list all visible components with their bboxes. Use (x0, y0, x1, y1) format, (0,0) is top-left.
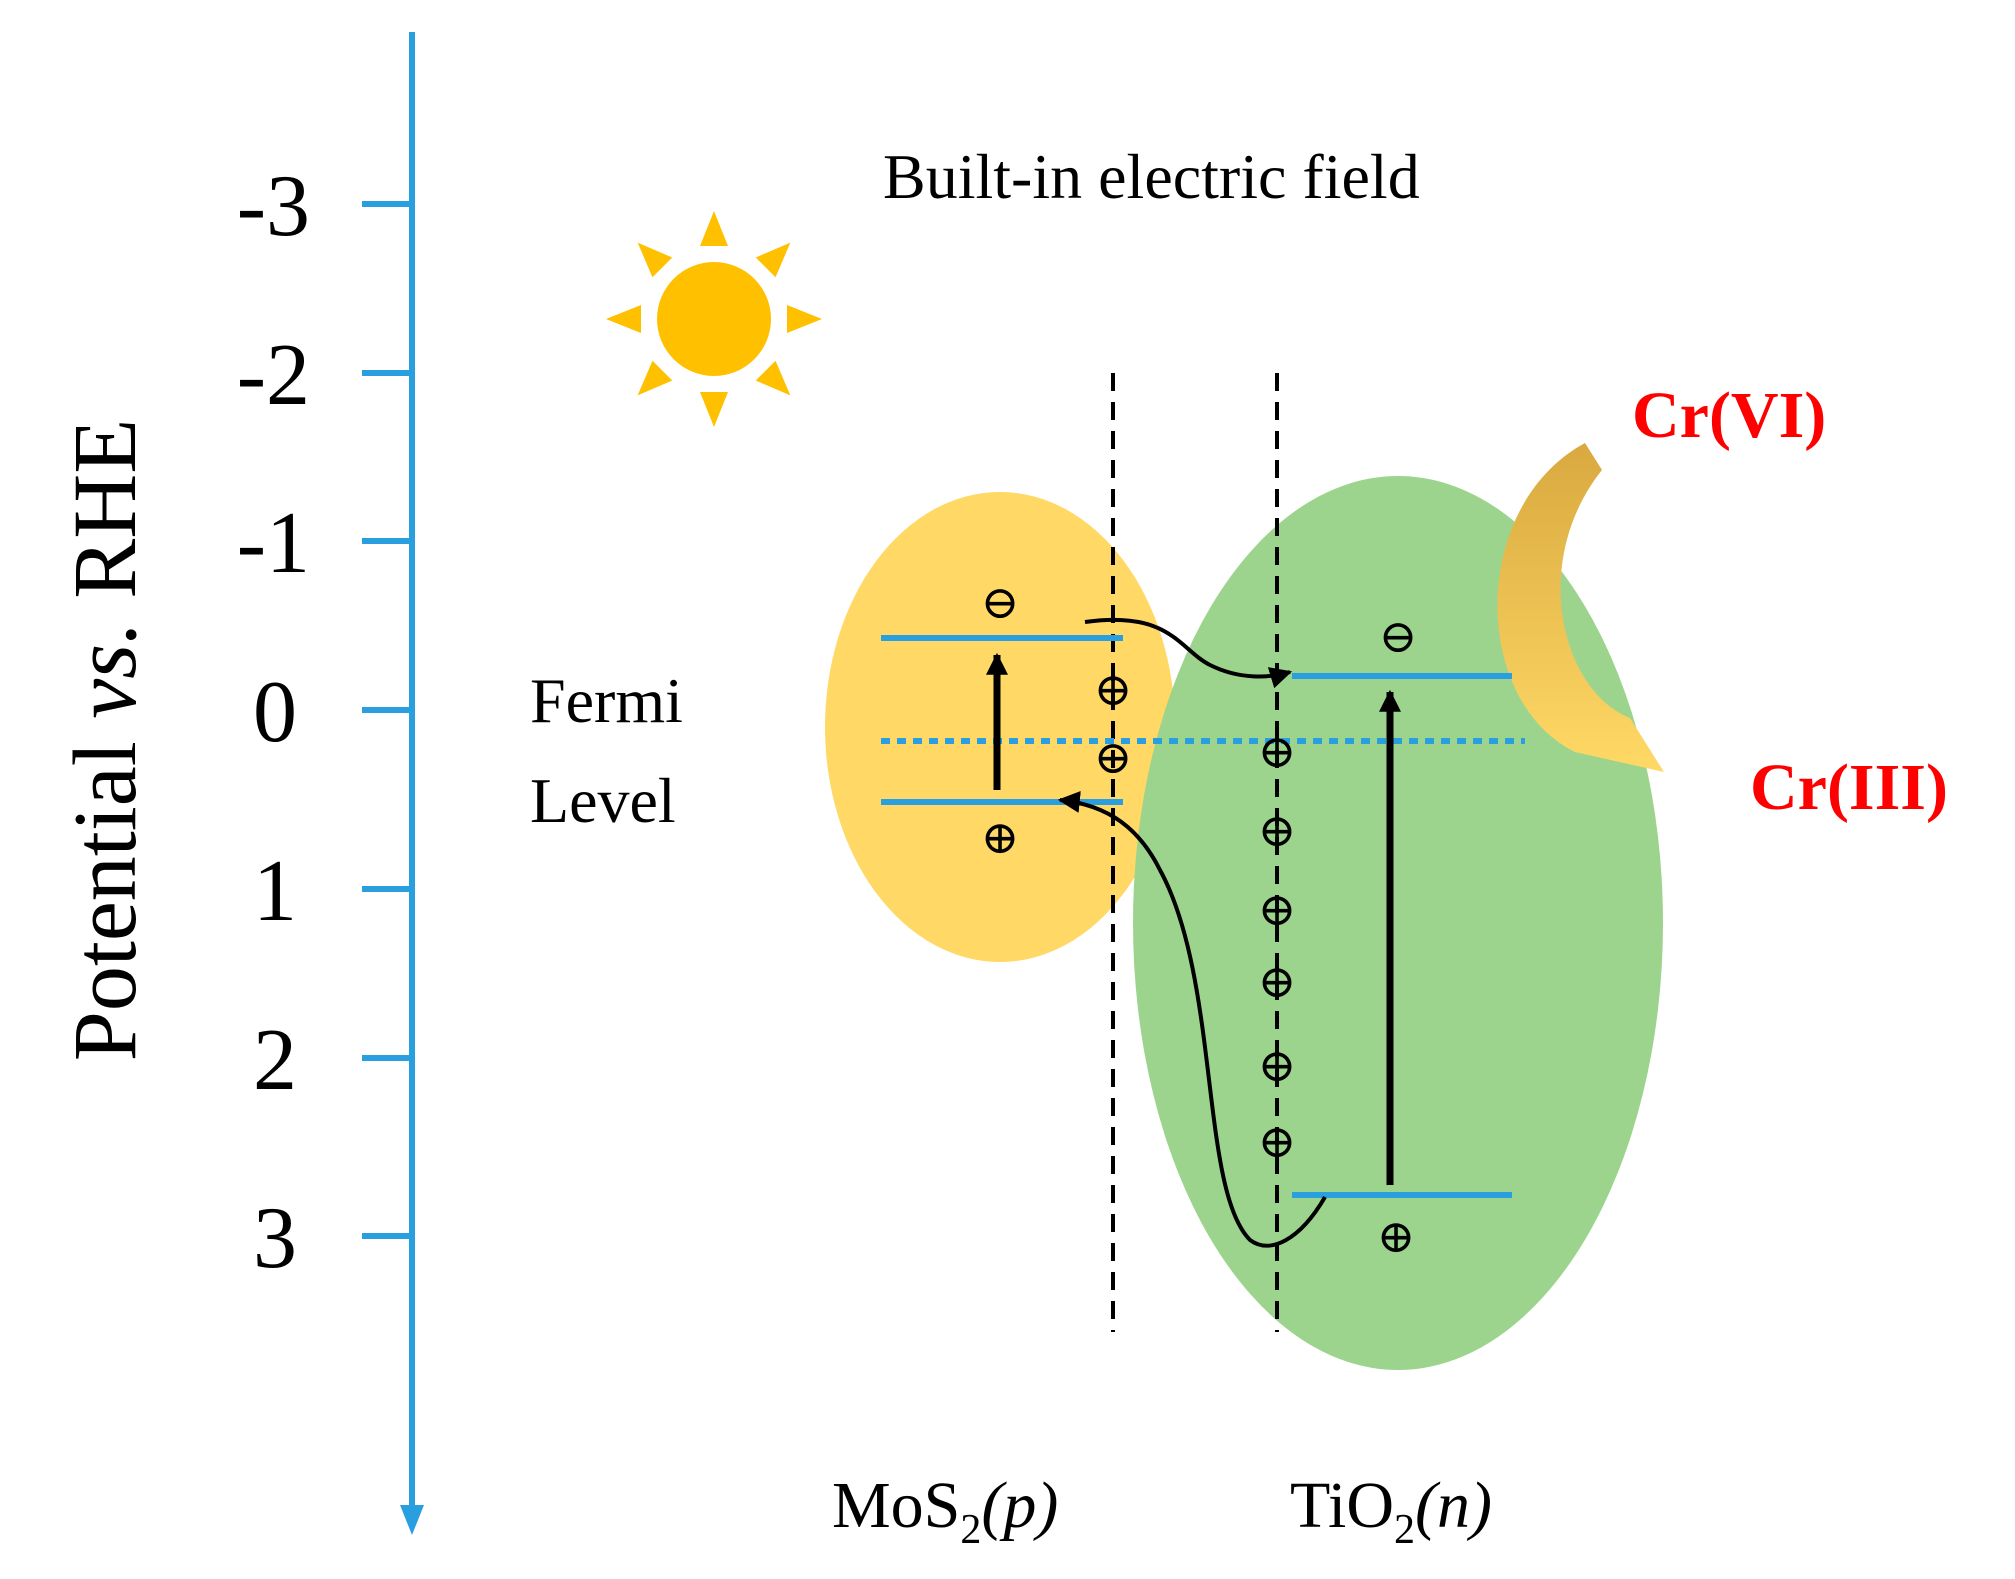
depletion-positive-charge: ⊕ (1258, 1040, 1297, 1091)
axis-tick-labels: -3 -2 -1 0 1 2 3 (237, 158, 310, 1287)
electron-transfer-arrow (1084, 617, 1293, 689)
tick-label: 2 (253, 1012, 297, 1109)
axis-ticks (362, 201, 412, 1239)
sun-icon (606, 211, 822, 427)
depletion-positive-charge: ⊕ (1258, 805, 1297, 856)
tick-label: 0 (253, 664, 297, 761)
tick-label: -3 (237, 158, 310, 255)
cr6-label: Cr(VI) (1632, 379, 1826, 452)
fermi-label-line1: Fermi (530, 665, 683, 736)
cr3-label: Cr(III) (1750, 751, 1948, 824)
fermi-label-line2: Level (530, 765, 676, 836)
tick-label: 1 (253, 843, 297, 940)
tio2-hole: ⊕ (1377, 1211, 1416, 1262)
diagram-labels: Built-in electric field Fermi Level Cr(V… (530, 141, 1948, 1553)
interface-negative-charge: ⊖ (1094, 732, 1133, 783)
charge-carriers: ⊖ ⊕ ⊕ ⊖ ⊖ ⊕ ⊕ ⊕ ⊕ ⊕ ⊕ ⊕ (981, 577, 1418, 1262)
axis-title: Potential vs. RHE (56, 419, 155, 1061)
potential-axis: -3 -2 -1 0 1 2 3 Potential vs. RHE (56, 32, 424, 1535)
tio2-label: TiO2(n) (1290, 1469, 1492, 1553)
cr-reduction-arrow (1497, 443, 1664, 772)
depletion-positive-charge: ⊕ (1258, 726, 1297, 777)
depletion-positive-charge: ⊕ (1258, 1116, 1297, 1167)
depletion-positive-charge: ⊕ (1258, 956, 1297, 1007)
mos2-hole: ⊕ (981, 812, 1020, 863)
built-in-field-label: Built-in electric field (883, 141, 1420, 212)
tick-label: -1 (237, 495, 310, 592)
interface-positive-charge: ⊕ (1094, 664, 1133, 715)
tick-label: 3 (253, 1190, 297, 1287)
axis-arrow-head (400, 1505, 424, 1535)
depletion-positive-charge: ⊕ (1258, 884, 1297, 935)
hole-transfer-arrow (1057, 791, 1327, 1248)
mos2-label: MoS2(p) (832, 1469, 1058, 1553)
mos2-electron: ⊖ (981, 577, 1020, 628)
tick-label: -2 (237, 327, 310, 424)
tio2-electron: ⊖ (1379, 611, 1418, 662)
